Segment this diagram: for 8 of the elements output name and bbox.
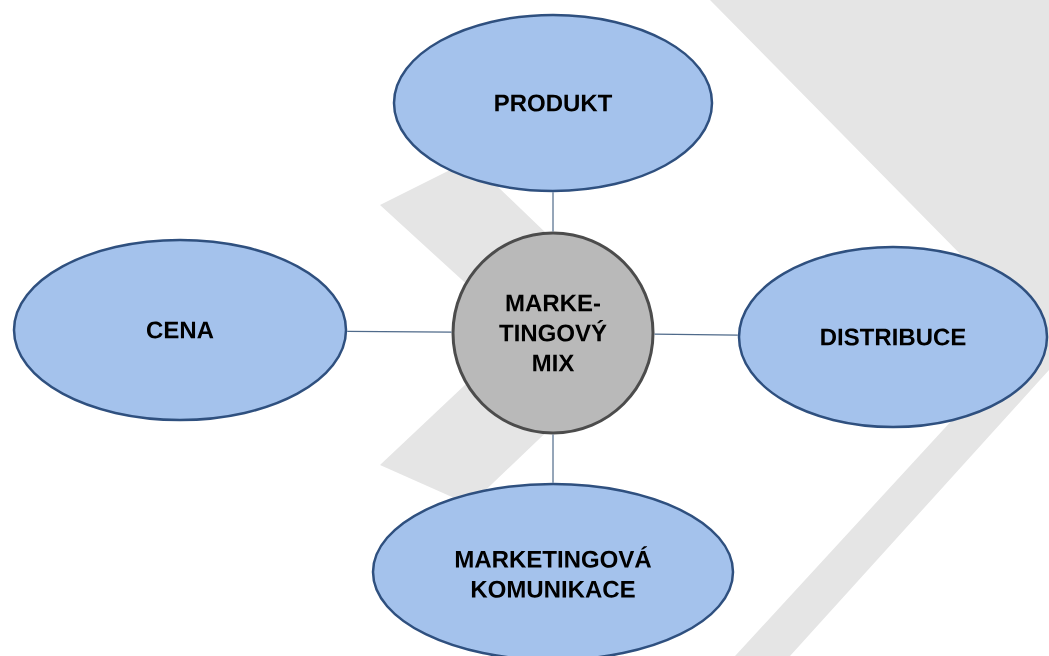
ellipse-node: MARKETINGOVÁ KOMUNIKACE [371,482,735,656]
ellipse-node: PRODUKT [392,13,714,193]
connector-line [552,191,554,233]
ellipse-node: DISTRIBUCE [737,245,1049,429]
ellipse-node: CENA [12,238,348,422]
connector-line [653,333,739,336]
connector-line [346,330,453,333]
connector-line [552,433,554,484]
